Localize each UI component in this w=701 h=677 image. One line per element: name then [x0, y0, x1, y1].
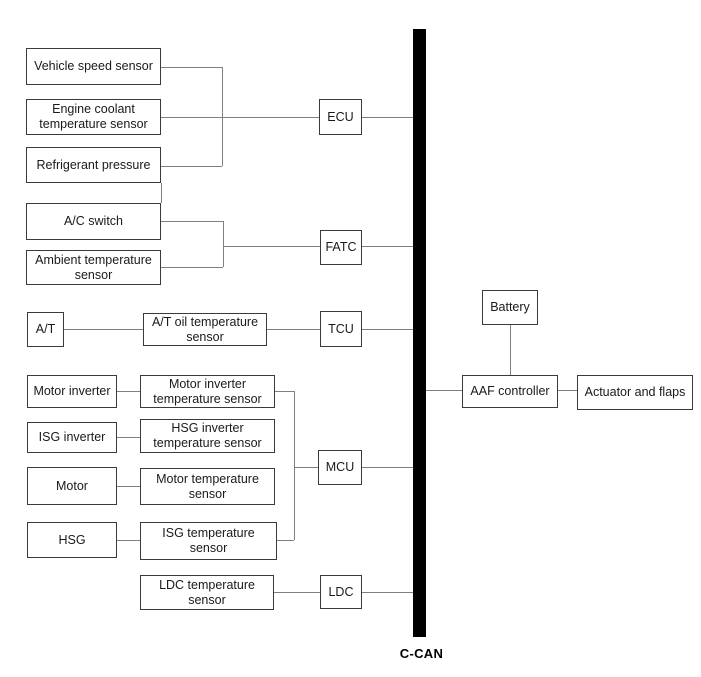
connector-line [275, 391, 294, 392]
mcu-box: MCU [318, 450, 362, 485]
vehicle-speed-sensor-box: Vehicle speed sensor [26, 48, 161, 85]
aaf-controller-box: AAF controller [462, 375, 558, 408]
battery-box: Battery [482, 290, 538, 325]
connector-line [267, 329, 320, 330]
ecu-box: ECU [319, 99, 362, 135]
connector-line [161, 221, 223, 222]
fatc-label: FATC [325, 240, 357, 254]
tcu-label: TCU [328, 321, 354, 336]
vehicle-speed-sensor-label: Vehicle speed sensor [34, 59, 153, 73]
isg-inverter-label: ISG inverter [38, 430, 106, 444]
ac-switch-label: A/C switch [63, 214, 124, 228]
fatc-box: FATC [320, 230, 362, 265]
connector-line [64, 329, 143, 330]
hsg-box: HSG [27, 522, 117, 558]
connector-line [362, 329, 413, 330]
motor-inverter-label: Motor inverter [33, 384, 111, 398]
hsg-inverter-temperature-sensor-label: HSG inverter temperature sensor [153, 421, 262, 450]
ecu-label: ECU [327, 109, 354, 124]
connector-line [223, 246, 320, 247]
actuator-and-flaps-box: Actuator and flaps [577, 375, 693, 410]
battery-label: Battery [490, 300, 530, 314]
connector-line [161, 117, 319, 118]
connector-line [294, 467, 318, 468]
ldc-temperature-sensor-label: LDC temperature sensor [159, 577, 255, 607]
connector-line [117, 391, 140, 392]
connector-line [294, 391, 295, 540]
actuator-and-flaps-label: Actuator and flaps [584, 385, 686, 399]
connector-line [426, 390, 462, 391]
hsg-label: HSG [58, 532, 86, 547]
refrigerant-pressure-box: Refrigerant pressure [26, 147, 161, 183]
motor-inverter-temperature-sensor-label: Motor inverter temperature sensor [153, 376, 262, 406]
isg-temperature-sensor-label: ISG temperature sensor [162, 526, 255, 555]
motor-inverter-temperature-sensor-box: Motor inverter temperature sensor [140, 375, 275, 408]
tcu-box: TCU [320, 311, 362, 347]
connector-line [362, 117, 413, 118]
refrigerant-pressure-label: Refrigerant pressure [36, 157, 151, 172]
aaf-controller-label: AAF controller [470, 384, 550, 398]
connector-line [362, 592, 413, 593]
motor-temperature-sensor-box: Motor temperature sensor [140, 468, 275, 505]
connector-line [161, 67, 222, 68]
isg-inverter-box: ISG inverter [27, 422, 117, 453]
at-oil-temperature-sensor-box: A/T oil temperature sensor [143, 313, 267, 346]
connector-line [558, 390, 577, 391]
c-can-bus-bar [413, 29, 426, 637]
connector-line [222, 67, 223, 166]
engine-coolant-temperature-sensor-box: Engine coolant temperature sensor [26, 99, 161, 135]
connector-line [362, 467, 413, 468]
connector-line [223, 221, 224, 267]
ldc-label: LDC [328, 584, 354, 599]
ambient-temperature-sensor-label: Ambient temperature sensor [35, 252, 152, 282]
motor-inverter-box: Motor inverter [27, 375, 117, 408]
c-can-label: C-CAN [399, 646, 444, 661]
ldc-box: LDC [320, 575, 362, 609]
ldc-temperature-sensor-box: LDC temperature sensor [140, 575, 274, 610]
connector-line [161, 267, 223, 268]
connector-line [274, 592, 320, 593]
connector-line [117, 540, 140, 541]
motor-temperature-sensor-label: Motor temperature sensor [156, 471, 259, 501]
mcu-label: MCU [325, 460, 355, 474]
ac-switch-box: A/C switch [26, 203, 161, 240]
hsg-inverter-temperature-sensor-box: HSG inverter temperature sensor [140, 419, 275, 453]
connector-line [362, 246, 413, 247]
at-label: A/T [35, 322, 56, 336]
motor-box: Motor [27, 467, 117, 505]
at-oil-temperature-sensor-label: A/T oil temperature sensor [151, 314, 259, 344]
connector-line [510, 325, 511, 375]
at-box: A/T [27, 312, 64, 347]
connector-line [277, 540, 294, 541]
isg-temperature-sensor-box: ISG temperature sensor [140, 522, 277, 560]
connector-line [161, 166, 222, 167]
motor-label: Motor [56, 478, 88, 493]
connector-line [117, 486, 140, 487]
engine-coolant-temperature-sensor-label: Engine coolant temperature sensor [39, 102, 148, 131]
connector-line [117, 437, 140, 438]
ambient-temperature-sensor-box: Ambient temperature sensor [26, 250, 161, 285]
connector-line [161, 183, 162, 203]
